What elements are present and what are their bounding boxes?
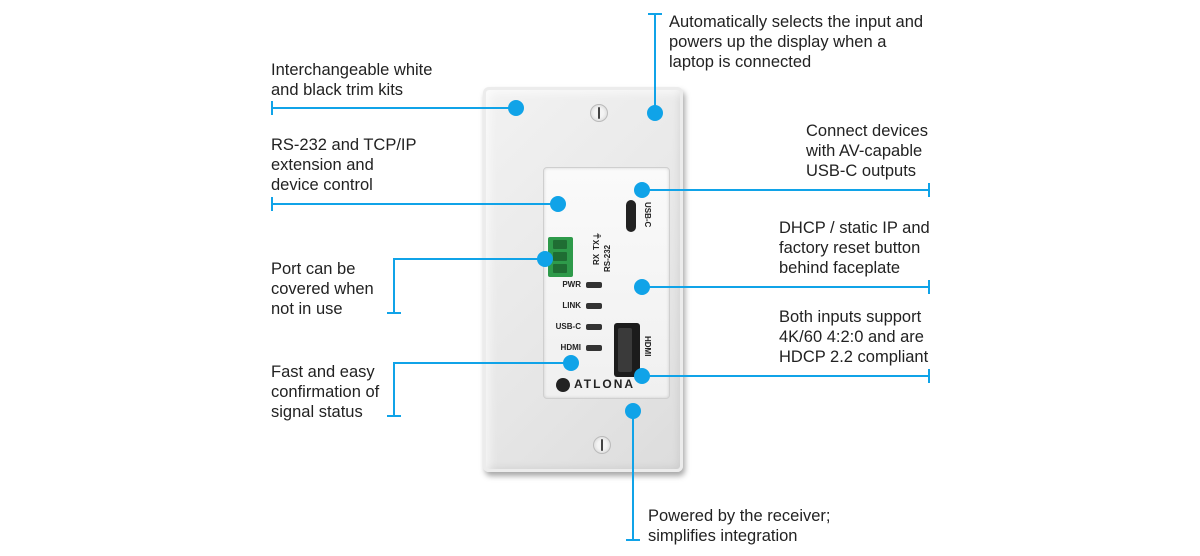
brand-logo: ATLONA	[574, 377, 636, 391]
leader-auto-select	[648, 13, 662, 113]
callout-dot-signal-status	[563, 355, 579, 371]
callout-trim-kits: Interchangeable white and black trim kit…	[271, 61, 433, 99]
callout-dot-hdcp	[634, 368, 650, 384]
callout-powered: Powered by the receiver; simplifies inte…	[648, 507, 831, 545]
top-screw	[590, 104, 608, 122]
bottom-screw	[593, 436, 611, 454]
led-label-link: LINK	[562, 301, 581, 310]
leader-usbc	[642, 183, 930, 197]
led-usbc	[586, 324, 602, 330]
callout-dot-usbc	[634, 182, 650, 198]
led-label-pwr: PWR	[562, 280, 581, 289]
led-pwr	[586, 282, 602, 288]
callout-dhcp: DHCP / static IP and factory reset butto…	[779, 219, 930, 277]
leader-hdcp	[642, 369, 930, 383]
led-label-hdmi: HDMI	[560, 343, 581, 352]
usbc-port[interactable]	[626, 200, 636, 232]
led-link	[586, 303, 602, 309]
leader-signal-status	[387, 362, 571, 417]
callout-dot-rs232	[550, 196, 566, 212]
callout-rs232: RS-232 and TCP/IP extension and device c…	[271, 136, 417, 194]
callout-dot-dhcp	[634, 279, 650, 295]
callout-usbc: Connect devices with AV-capable USB-C ou…	[806, 122, 928, 180]
callout-signal-status: Fast and easy confirmation of signal sta…	[271, 363, 380, 421]
atlona-logo-icon	[556, 378, 570, 392]
callout-dot-trim-kits	[508, 100, 524, 116]
callout-dot-auto-select	[647, 105, 663, 121]
leader-rs232	[271, 197, 558, 211]
leader-powered	[626, 411, 640, 541]
callout-dot-port-cover	[537, 251, 553, 267]
hdmi-port[interactable]	[614, 323, 640, 377]
leader-dhcp	[642, 280, 930, 294]
leader-port-cover	[387, 258, 545, 314]
callout-auto-select: Automatically selects the input and powe…	[669, 13, 924, 71]
led-hdmi	[586, 345, 602, 351]
callout-dot-powered	[625, 403, 641, 419]
led-label-usbc: USB-C	[555, 322, 581, 331]
callout-hdcp: Both inputs support 4K/60 4:2:0 and are …	[779, 308, 929, 366]
leader-trim-kits	[271, 101, 516, 115]
callout-port-cover: Port can be covered when not in use	[271, 260, 374, 318]
